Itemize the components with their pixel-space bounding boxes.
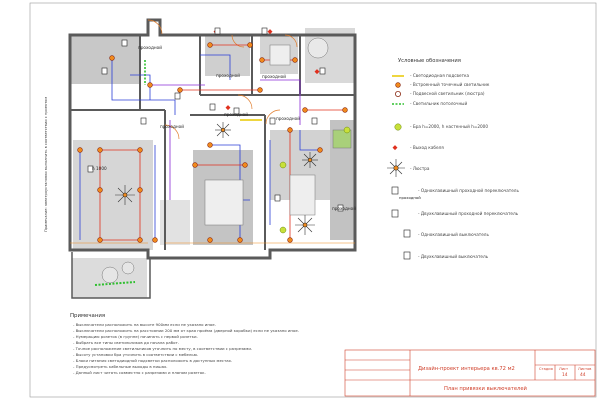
plan-tag: проходной bbox=[262, 74, 286, 79]
chandeliers bbox=[115, 122, 318, 235]
legend-label: - Светильник потолочный bbox=[410, 101, 468, 106]
legend-label: - Встроенный точечный светильник bbox=[410, 82, 490, 87]
plan-tag: проходной bbox=[138, 45, 162, 50]
legend-label: - Одноклавишный выключатель bbox=[418, 232, 489, 237]
plan-tag: проходной bbox=[216, 73, 240, 78]
sheet-name: План привязки выключателей bbox=[444, 386, 527, 392]
note-line: - Предусмотреть кабельные выходы в нишах… bbox=[73, 364, 168, 369]
col-head: Стадия bbox=[539, 367, 553, 371]
wiring-blue bbox=[79, 54, 320, 240]
legend-label: - Подвесной светильник (люстра) bbox=[410, 91, 485, 96]
note-line: - Точное расположение светильников уточн… bbox=[73, 346, 253, 351]
plan-tag: проходной bbox=[160, 124, 184, 129]
legend-label: - Бра h=2000, h настенный h=2000 bbox=[410, 124, 489, 129]
note-line: - Высоту установки бра уточнить в соотве… bbox=[73, 352, 199, 357]
plan-tag: проходной bbox=[276, 116, 300, 121]
col-val: 14 bbox=[562, 373, 568, 378]
plan-tag: проходной bbox=[332, 206, 356, 211]
switches bbox=[87, 27, 344, 212]
col-head: Лист bbox=[559, 367, 569, 371]
floor-area bbox=[73, 140, 153, 250]
title-block bbox=[344, 349, 596, 397]
project-title: Дизайн-проект интерьера кв.72 м2 bbox=[418, 366, 515, 372]
recessed-lights bbox=[77, 42, 348, 243]
legend-label: - Одноклавишный проходной переключатель bbox=[418, 188, 519, 193]
legend-inline-tag: проходной bbox=[399, 195, 421, 200]
note-line: - Нумерацию розеток (в группе) начинать … bbox=[73, 334, 198, 339]
legend-symbols bbox=[387, 75, 411, 260]
note-line: - Блоки питания светодиодной подсветки р… bbox=[73, 358, 233, 363]
col-val: 44 bbox=[580, 373, 586, 378]
led-strip-balcony bbox=[94, 281, 136, 286]
note-line: - Данный лист читать совместно с разреза… bbox=[73, 370, 206, 375]
notes-title: Примечания bbox=[70, 313, 106, 319]
floor-plan bbox=[68, 18, 357, 299]
floor-area bbox=[70, 36, 140, 84]
note-line: - Выключатели расположить на высоте 900м… bbox=[73, 322, 216, 327]
sheet-frame bbox=[29, 2, 597, 398]
legend-label: - Светодиодная подсветка bbox=[410, 73, 470, 78]
plan-tag: проходной bbox=[224, 112, 248, 117]
wall-lights bbox=[279, 126, 351, 234]
vertical-note: Примечание: электроустановки выполнить в… bbox=[44, 96, 48, 232]
furniture bbox=[101, 37, 352, 284]
legend-label: - Двухклавишный выключатель bbox=[418, 254, 489, 259]
door-swings bbox=[147, 19, 298, 140]
legend-label: - Выход кабеля bbox=[410, 145, 444, 150]
note-line: - Выключатели расположить на расстоянии … bbox=[73, 328, 299, 333]
legend-title: Условные обозначения bbox=[398, 58, 461, 64]
height-label: h 1000 bbox=[92, 166, 107, 171]
col-head: Листов bbox=[578, 367, 592, 371]
legend-label: - Люстра bbox=[410, 166, 430, 171]
floor-area bbox=[205, 36, 250, 76]
balcony-wall bbox=[71, 252, 151, 299]
legend-label: - Двухклавишный проходной переключатель bbox=[418, 211, 519, 216]
wiring-purple bbox=[150, 79, 301, 200]
note-line: - Выбрать все типы светильников до начал… bbox=[73, 340, 180, 345]
